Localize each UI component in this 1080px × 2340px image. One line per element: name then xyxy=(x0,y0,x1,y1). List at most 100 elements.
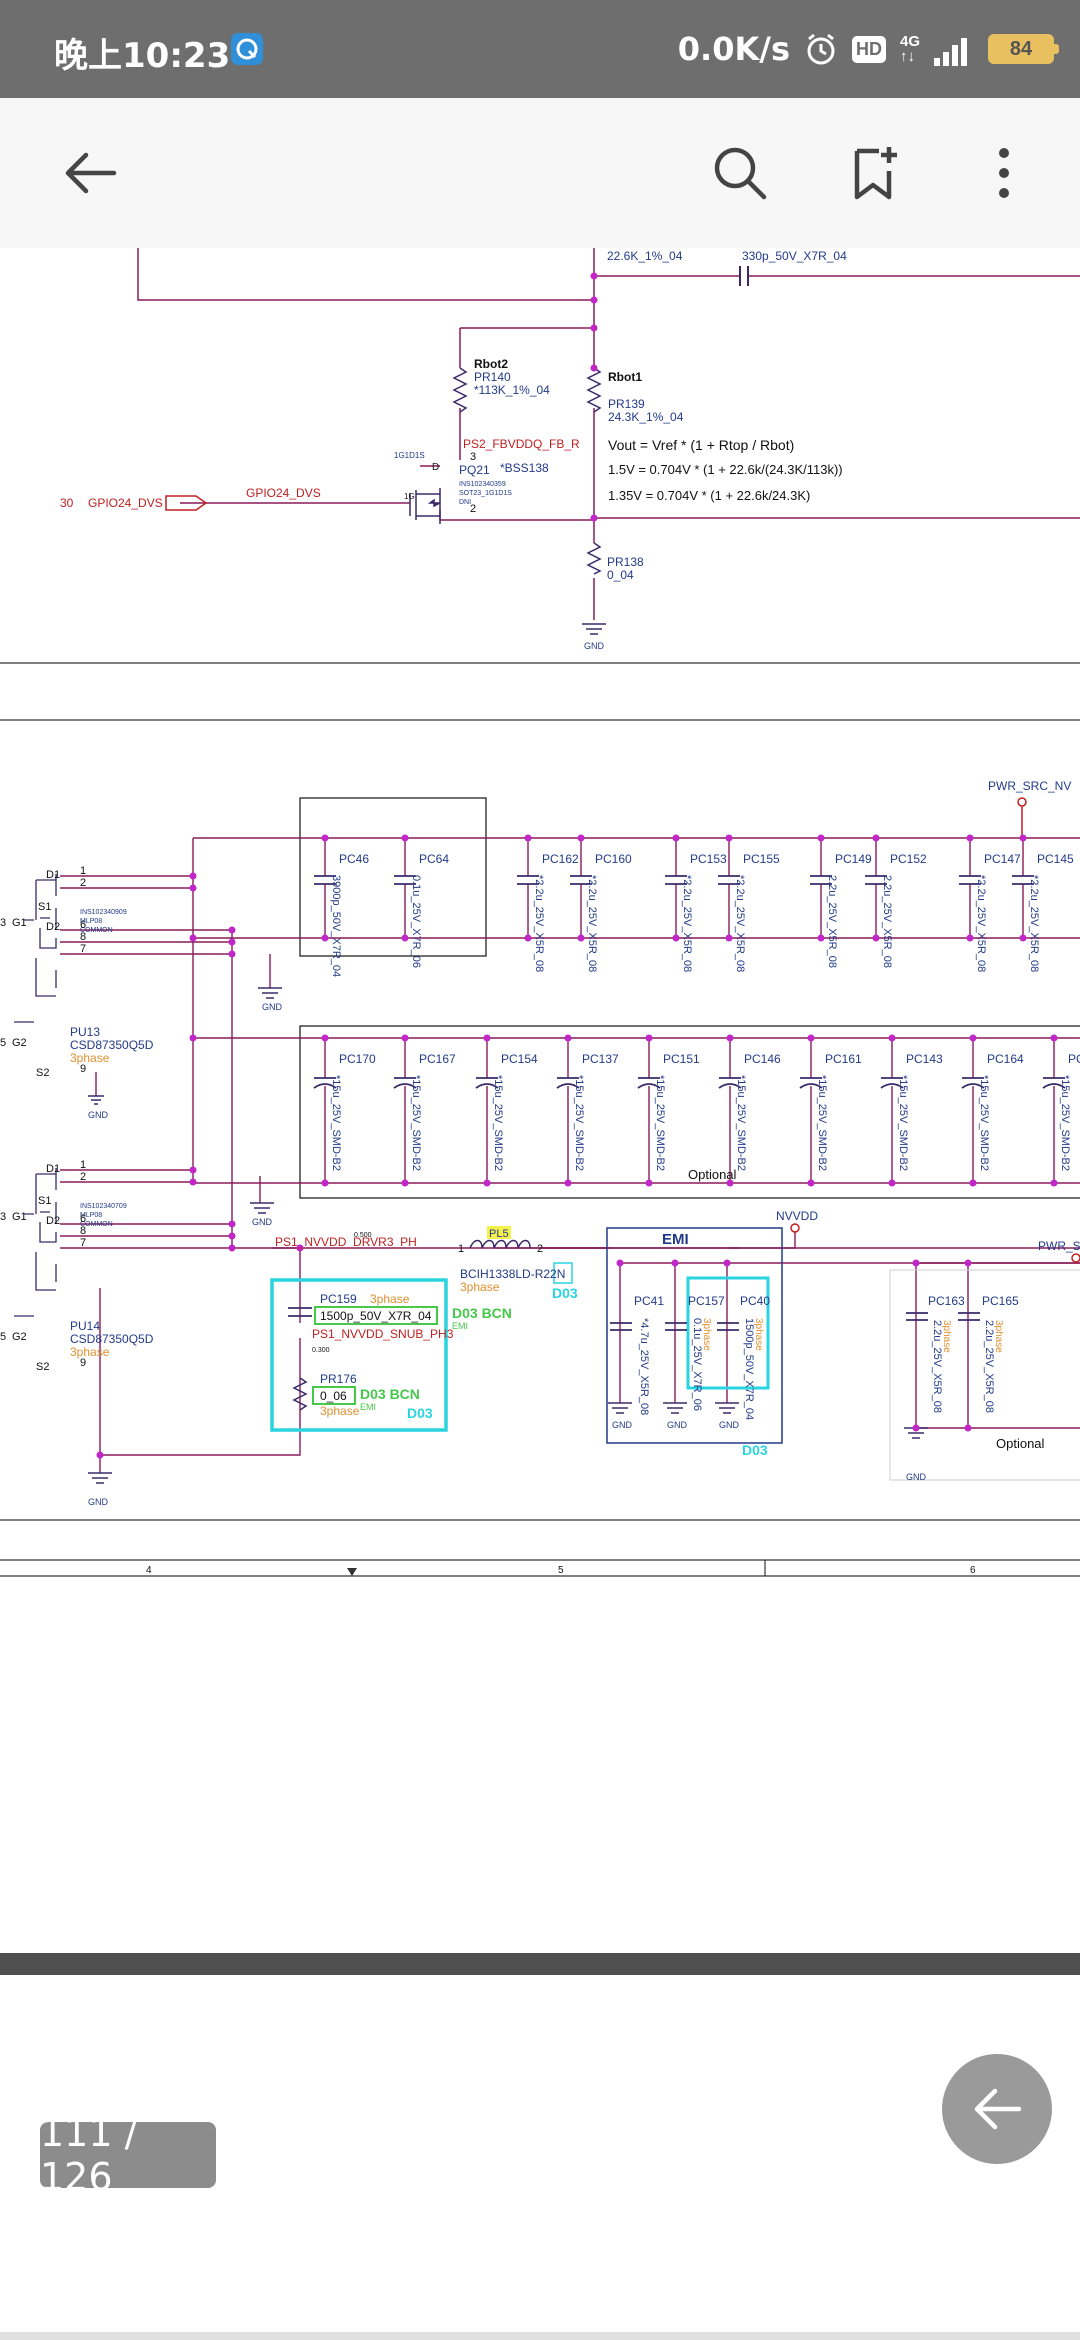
cap-pc163-symbol xyxy=(906,1312,928,1321)
junction-dot xyxy=(817,834,825,842)
junction-dot xyxy=(966,934,974,942)
capacitor-pc137: PC137*15u_25V_SMD-B2 xyxy=(556,1034,619,1187)
mosfet-pu14 xyxy=(14,1168,57,1317)
alarm-icon xyxy=(807,33,835,65)
junction-dot xyxy=(321,834,329,842)
cap-pc157-symbol xyxy=(665,1322,687,1331)
optional-label-1: Optional xyxy=(688,1167,737,1182)
cap-ref-label: PC167 xyxy=(419,1052,456,1066)
page-indicator[interactable]: 111 / 126 xyxy=(40,2111,216,2199)
pc41-value: *4.7u_25V_X5R_08 xyxy=(638,1318,650,1415)
status-time: 晚上10:23 xyxy=(54,36,231,76)
pu13-pin-5: 5 xyxy=(0,1037,6,1049)
pr176-ref: PR176 xyxy=(320,1372,357,1386)
document-page[interactable]: 22.6K_1%_04 330p_50V_X7R_04 Rbot2 PR140 … xyxy=(0,248,1080,1953)
pu13-pin-1: 1 xyxy=(80,865,86,877)
cap-ref-label: PC149 xyxy=(835,852,872,866)
junction-dot xyxy=(189,884,197,892)
junction-dot xyxy=(817,934,825,942)
cap-ref-label: PC160 xyxy=(595,852,632,866)
signal-type: 4G↑↓ xyxy=(899,33,920,65)
cap-value-label: *15u_25V_SMD-B2 xyxy=(492,1075,504,1171)
cap-ref-label: PC164 xyxy=(987,1052,1024,1066)
pc165-ref: PC165 xyxy=(982,1294,1019,1308)
gnd-label-pc163: GND xyxy=(906,1472,927,1482)
q-pin3: 3 xyxy=(470,451,476,463)
q-ref: PQ21 xyxy=(459,463,490,477)
cap-pc40-symbol xyxy=(717,1322,739,1331)
cap-value-label: *15u_25V_SMD-B2 xyxy=(573,1075,585,1171)
bookmark-add-icon xyxy=(854,147,897,200)
rbot1-ref: PR139 xyxy=(608,397,645,411)
junction-dot xyxy=(189,872,197,880)
pu14-pin-g2: G2 xyxy=(12,1331,27,1343)
cap-ref-label: PC162 xyxy=(542,852,579,866)
junction-dot xyxy=(228,926,236,934)
junction-dot xyxy=(577,934,585,942)
junction-dot xyxy=(228,1220,236,1228)
cap-group-box xyxy=(299,797,487,957)
pwr-s-label: PWR_S xyxy=(1038,1239,1080,1253)
cap-ref-label: PC152 xyxy=(890,852,927,866)
cap-pc165-symbol xyxy=(958,1312,980,1321)
more-vertical-icon xyxy=(999,148,1009,198)
cap-value-label: *2.2u_25V_X5R_08 xyxy=(586,875,598,972)
pu14-pin-s1: S1 xyxy=(38,1195,51,1207)
signal-icon xyxy=(934,38,967,66)
search-button[interactable] xyxy=(705,138,775,208)
rbot1-value: 24.3K_1%_04 xyxy=(608,410,684,424)
pu13-pin-g1: G1 xyxy=(12,917,27,929)
column-6-label: 6 xyxy=(970,1565,976,1576)
bookmark-button[interactable] xyxy=(838,138,908,208)
cap-value-label: *15u_25V_SMD-B2 xyxy=(897,1075,909,1171)
capacitor-pc145: PC145*2.2u_25V_X5R_08 xyxy=(1012,834,1074,972)
cap-top xyxy=(739,266,749,286)
pu14-pin-8: 8 xyxy=(80,1225,86,1237)
pu14-pin-6: 6 xyxy=(80,1213,86,1225)
pu14-pin-d2: D2 xyxy=(46,1215,60,1227)
r-top-value: 22.6K_1%_04 xyxy=(607,249,683,263)
pr176-value: 0_06 xyxy=(320,1389,347,1403)
formula-1v35: 1.35V = 0.704V * (1 + 22.6k/24.3K) xyxy=(608,488,810,503)
pl5-part: BCIH1338LD-R22N xyxy=(460,1267,565,1281)
pr176-d03-bcn: D03 BCN xyxy=(360,1386,420,1402)
power-rails xyxy=(60,837,1080,1473)
junction-dot xyxy=(807,1034,815,1042)
back-button[interactable] xyxy=(55,138,125,208)
cap-ref-label: PC xyxy=(1068,1052,1080,1066)
arrow-left-icon xyxy=(974,2088,1022,2130)
capacitor-pc155: PC155*2.2u_25V_X5R_08 xyxy=(718,834,780,972)
arrow-left-icon xyxy=(65,152,117,194)
cap-value-label: *15u_25V_SMD-B2 xyxy=(410,1075,422,1171)
gnd-label-pc157: GND xyxy=(667,1420,688,1430)
more-button[interactable] xyxy=(969,138,1039,208)
net-drv-small: 0.500 xyxy=(354,1232,372,1239)
return-fab-button[interactable] xyxy=(942,2054,1052,2164)
junction-dot xyxy=(577,834,585,842)
junction-dot xyxy=(1050,1179,1058,1187)
capacitor-pc153: PC153*2.2u_25V_X5R_08 xyxy=(665,834,727,972)
pc40-ref: PC40 xyxy=(740,1294,770,1308)
cap-value-label: *15u_25V_SMD-B2 xyxy=(735,1075,747,1171)
cap-value-label: *15u_25V_SMD-B2 xyxy=(330,1075,342,1171)
cap-row-1: PC463900p_50V_X7R_04PC640.1u_25V_X7R_06P… xyxy=(314,834,1074,977)
bottom-edge xyxy=(0,2332,1080,2340)
pu14-pin-3: 3 xyxy=(0,1211,6,1223)
junction-dot xyxy=(969,1179,977,1187)
cap-value-label: *2.2u_25V_X5R_08 xyxy=(734,875,746,972)
junction-dot xyxy=(228,1232,236,1240)
pu14-pin-2: 2 xyxy=(80,1171,86,1183)
search-icon xyxy=(714,147,767,200)
pu13-pin-d2: D2 xyxy=(46,921,60,933)
emi-title: EMI xyxy=(662,1231,689,1248)
junction-dots-emi xyxy=(96,1244,972,1459)
junction-dot xyxy=(807,1179,815,1187)
pu14-pin-g1: G1 xyxy=(12,1211,27,1223)
column-marker-arrow xyxy=(347,1568,357,1576)
pc159-emi: EMI xyxy=(452,1321,468,1331)
junction-dot xyxy=(672,834,680,842)
snub-net-label: PS1_NVVDD_SNUB_PH3 xyxy=(312,1327,454,1341)
pu13-common: COMMON xyxy=(80,927,113,934)
pc163-phase: 3phase xyxy=(941,1320,952,1353)
junction-dot xyxy=(725,834,733,842)
